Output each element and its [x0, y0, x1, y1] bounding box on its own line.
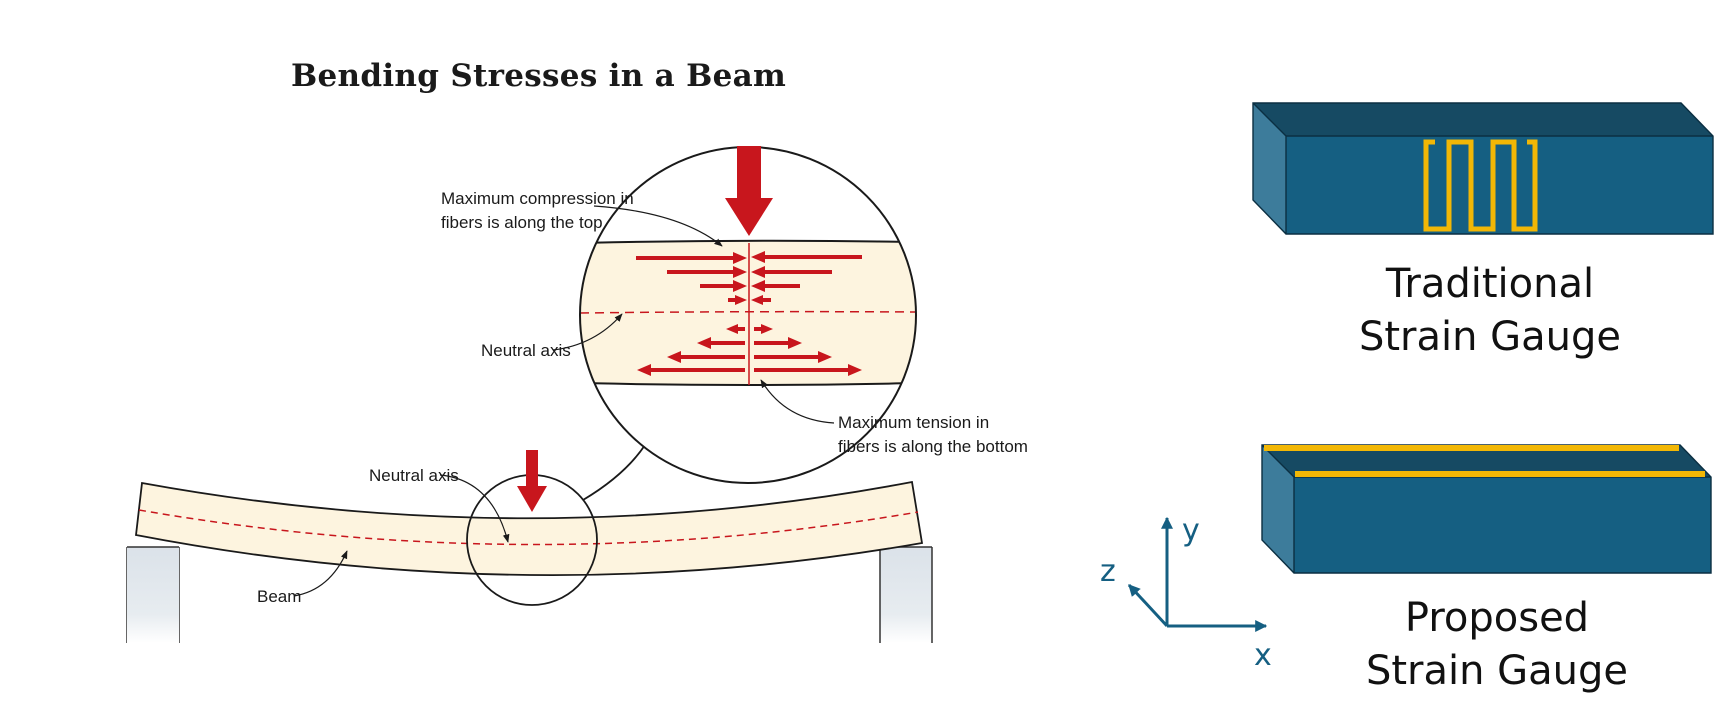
max-compression-label-line1: Maximum compression in [441, 189, 634, 208]
right-support [879, 546, 933, 643]
max-tension-label-line1: Maximum tension in [838, 413, 989, 432]
neutral-axis-beam-label: Neutral axis [369, 466, 459, 485]
z-axis-label: z [1100, 554, 1116, 589]
leader-beam [293, 550, 348, 597]
proposed-gauge-block [1261, 444, 1712, 574]
leader-neutral-axis-zoom [552, 313, 623, 351]
x-axis-label: x [1254, 638, 1272, 673]
diagram-title: Bending Stresses in a Beam [291, 58, 786, 94]
proposed-caption-line1: Proposed [1405, 595, 1589, 641]
beam-load-arrow [517, 450, 547, 512]
y-axis-label: y [1182, 513, 1200, 548]
max-compression-label-line2: fibers is along the top [441, 213, 603, 232]
beam [135, 480, 924, 576]
leader-max-tension [760, 379, 835, 424]
serpentine-strain-gauge [1423, 139, 1538, 232]
zoom-view [579, 146, 917, 484]
neutral-axis-zoom-label: Neutral axis [481, 341, 571, 360]
zoom-load-arrow [725, 146, 773, 236]
compression-arrows [636, 251, 862, 305]
zoom-connector [582, 444, 646, 501]
max-tension-label-line2: fibers is along the bottom [838, 437, 1028, 456]
traditional-caption-line2: Strain Gauge [1359, 314, 1621, 360]
left-support [126, 546, 180, 643]
beam-neutral-axis-line [138, 509, 919, 546]
coordinate-axes [1127, 516, 1268, 632]
traditional-caption-line1: Traditional [1385, 261, 1594, 307]
tension-arrows [637, 324, 862, 376]
beam-label: Beam [257, 587, 301, 606]
leader-max-compression [593, 205, 723, 247]
proposed-caption-line2: Strain Gauge [1366, 648, 1628, 694]
traditional-gauge-block [1252, 102, 1714, 235]
leader-neutral-axis-beam [439, 474, 510, 543]
zoom-neutral-axis-line [580, 310, 916, 314]
